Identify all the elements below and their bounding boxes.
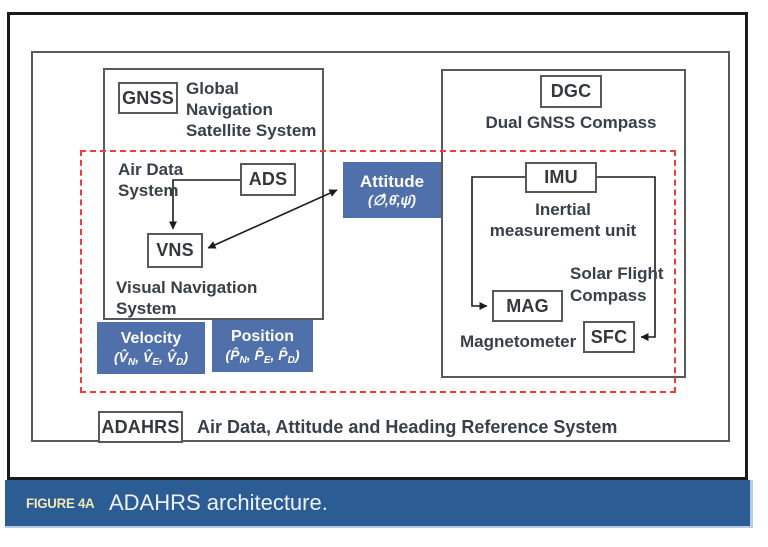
dgc-name: Dual GNSS Compass <box>485 113 657 132</box>
mag-name: Magnetometer <box>460 332 577 351</box>
sfc-box: SFC <box>583 321 635 353</box>
vns-name: Visual Navigation System <box>116 278 258 318</box>
figure-caption-text: ADAHRS architecture. <box>108 490 328 515</box>
adahrs-system-container <box>31 51 730 442</box>
velocity-title: Velocity <box>120 330 182 348</box>
imu-name: Inertial measurement unit <box>489 200 637 240</box>
gnss-box: GNSS <box>118 82 178 114</box>
figure-caption-bar: FIGURE 4A ADAHRS architecture. <box>5 480 753 528</box>
vns-box: VNS <box>147 233 203 268</box>
gnss-name: Global Navigation Satellite System <box>186 79 317 140</box>
dashed-estimation-boundary <box>80 150 676 393</box>
position-output-box: Position (P̂N, P̂E, P̂D) <box>212 320 313 372</box>
ads-box: ADS <box>240 163 296 196</box>
adahrs-box: ADAHRS <box>98 411 183 443</box>
velocity-output-box: Velocity (V̂N, V̂E, V̂D) <box>97 322 205 374</box>
dgc-box: DGC <box>540 75 602 108</box>
mag-box: MAG <box>492 290 563 322</box>
position-vars: (P̂N, P̂E, P̂D) <box>225 347 300 367</box>
sfc-name: Solar Flight Compass <box>570 264 664 305</box>
adahrs-name: Air Data, Attitude and Heading Reference… <box>197 416 618 437</box>
figure-number-label: FIGURE 4A <box>26 495 95 511</box>
imu-box: IMU <box>525 162 597 193</box>
attitude-title: Attitude <box>359 171 425 191</box>
attitude-vars: (∅̂,θ̂,ψ̂) <box>368 191 416 208</box>
ads-name: Air Data System <box>118 160 184 200</box>
velocity-vars: (V̂N, V̂E, V̂D) <box>113 349 189 369</box>
attitude-output-box: Attitude (∅̂,θ̂,ψ̂) <box>343 162 441 218</box>
right-subsystem-container <box>441 69 686 378</box>
position-title: Position <box>230 328 295 346</box>
